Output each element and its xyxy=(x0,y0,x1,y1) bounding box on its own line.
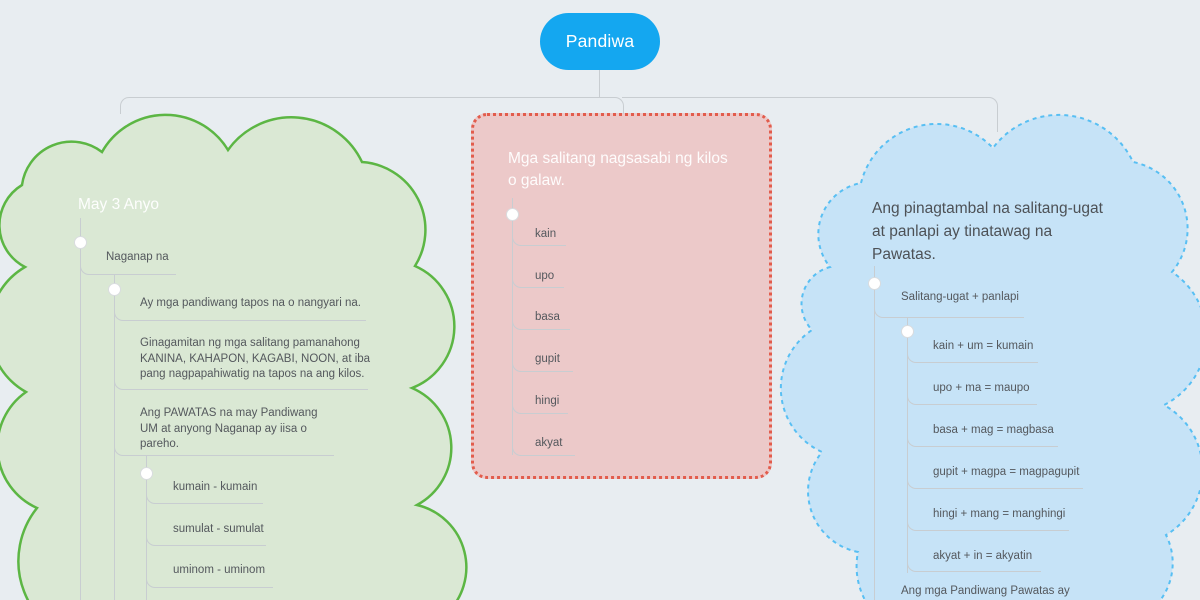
branch-line xyxy=(146,577,273,588)
collapse-handle[interactable] xyxy=(505,207,519,221)
node-word[interactable]: kain xyxy=(535,228,557,240)
branch-line xyxy=(80,264,176,275)
branch-line xyxy=(146,535,266,546)
node-example[interactable]: uminom - uminom xyxy=(173,564,266,576)
node-pawatas-partial[interactable]: Ang mga Pandiwang Pawatas ay xyxy=(901,585,1070,597)
spine-right-2 xyxy=(907,317,908,573)
node-formula[interactable]: upo + ma = maupo xyxy=(933,382,1030,394)
branch-line xyxy=(512,361,573,372)
branch-line xyxy=(512,277,564,288)
collapse-handle[interactable] xyxy=(73,235,87,249)
node-word[interactable]: akyat xyxy=(535,437,563,449)
branch-line xyxy=(512,403,568,414)
node-formula[interactable]: basa + mag = magbasa xyxy=(933,424,1054,436)
branch-line xyxy=(512,235,566,246)
node-word[interactable]: gupit xyxy=(535,353,560,365)
red-dotted-boundary xyxy=(471,113,772,479)
spine-right-1 xyxy=(874,266,875,600)
collapse-handle[interactable] xyxy=(107,282,121,296)
node-ay-mga[interactable]: Ay mga pandiwang tapos na o nangyari na. xyxy=(140,297,361,309)
spine-left-3 xyxy=(146,455,147,600)
branch-line xyxy=(907,520,1069,531)
root-node-pandiwa[interactable]: Pandiwa xyxy=(540,13,660,70)
branch-line xyxy=(907,561,1041,572)
node-formula[interactable]: hingi + mang = manghingi xyxy=(933,508,1066,520)
branch-line xyxy=(114,310,366,321)
branch-line xyxy=(512,319,570,330)
branch-line xyxy=(146,493,263,504)
root-stem-connector xyxy=(599,70,600,97)
node-salitang-ugat-panlapi[interactable]: Salitang-ugat + panlapi xyxy=(901,291,1019,303)
branch-line xyxy=(114,379,368,390)
branch-line xyxy=(114,445,334,456)
node-pinagtambal[interactable]: Ang pinagtambal na salitang-ugat at panl… xyxy=(872,200,1103,263)
node-may-3-anyo[interactable]: May 3 Anyo xyxy=(78,196,159,213)
branch-line xyxy=(907,436,1058,447)
node-word[interactable]: basa xyxy=(535,311,560,323)
collapse-handle[interactable] xyxy=(900,324,914,338)
collapse-handle[interactable] xyxy=(867,276,881,290)
node-example[interactable]: sumulat - sumulat xyxy=(173,523,264,535)
node-ginagamitan[interactable]: Ginagamitan ng mga salitang pamanahong K… xyxy=(140,337,371,380)
branch-line xyxy=(907,394,1037,405)
node-word[interactable]: upo xyxy=(535,270,555,282)
branch-line xyxy=(874,307,1024,318)
root-node-label: Pandiwa xyxy=(565,31,635,51)
spine-left-2 xyxy=(114,274,115,600)
spine-middle xyxy=(512,198,513,455)
node-word[interactable]: hingi xyxy=(535,395,560,407)
collapse-handle[interactable] xyxy=(139,466,153,480)
branch-line xyxy=(907,352,1038,363)
branch-connector-right xyxy=(622,97,998,132)
spine-left-1 xyxy=(80,218,81,600)
node-pawatas-um[interactable]: Ang PAWATAS na may Pandiwang UM at anyon… xyxy=(140,407,318,450)
node-formula[interactable]: akyat + in = akyatin xyxy=(933,550,1033,562)
node-example[interactable]: kumain - kumain xyxy=(173,481,258,493)
node-mga-salitang[interactable]: Mga salitang nagsasabi ng kilos o galaw. xyxy=(508,150,728,189)
branch-line xyxy=(907,478,1083,489)
node-formula[interactable]: kain + um = kumain xyxy=(933,340,1034,352)
node-naganap-na[interactable]: Naganap na xyxy=(106,251,169,263)
branch-line xyxy=(512,445,575,456)
branch-connector-left xyxy=(120,97,624,114)
node-formula[interactable]: gupit + magpa = magpagupit xyxy=(933,466,1080,478)
